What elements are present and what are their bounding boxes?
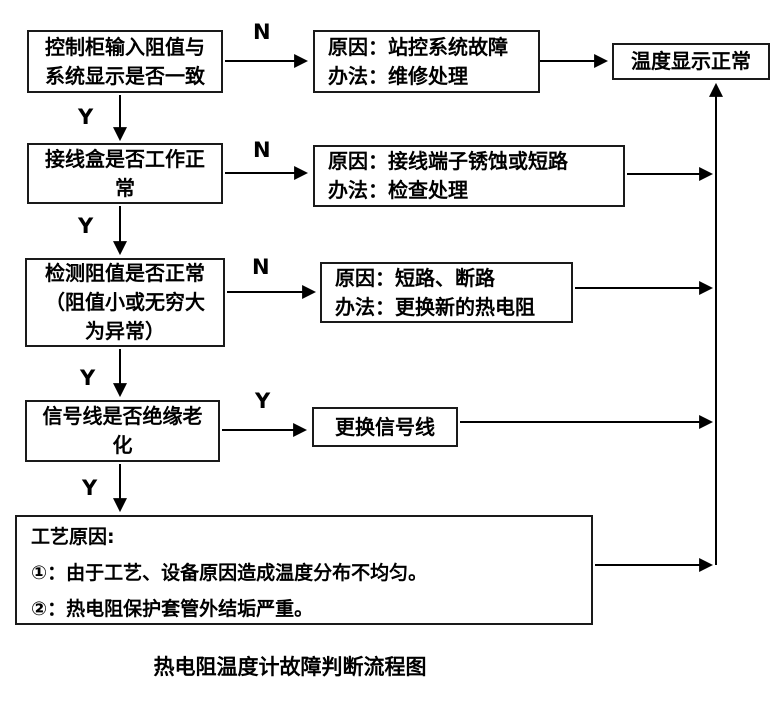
branch-label-row2-y: Y	[78, 214, 94, 238]
process-heading: 工艺原因:	[31, 526, 115, 548]
node-result-terminal-corrosion: 原因：接线端子锈蚀或短路 办法：检查处理	[313, 145, 625, 207]
node-process-causes: 工艺原因: ①：由于工艺、设备原因造成温度分布不均匀。 ②：热电阻保护套管外结垢…	[15, 515, 593, 625]
diagram-caption: 热电阻温度计故障判断流程图	[153, 655, 427, 679]
node-action-replace-signal-line: 更换信号线	[312, 407, 458, 447]
node-temperature-display-normal: 温度显示正常	[612, 43, 770, 80]
node-text: 信号线是否绝缘老 化	[42, 404, 203, 457]
node-text: 接线盒是否工作正 常	[45, 146, 205, 200]
branch-label-row3-y: Y	[80, 366, 96, 390]
node-text: 检测阻值是否正常 （阻值小或无穷大 为异常）	[45, 261, 205, 343]
node-decision-resistance-normal: 检测阻值是否正常 （阻值小或无穷大 为异常）	[25, 258, 225, 347]
branch-label-row4-y-right: Y	[255, 389, 271, 413]
branch-label-row4-y-down: Y	[82, 476, 98, 500]
node-text: 温度显示正常	[631, 49, 751, 73]
branch-label-row1-y: Y	[78, 105, 94, 129]
node-text: 原因：站控系统故障 办法：维修处理	[328, 34, 508, 88]
branch-label-row3-n: N	[252, 255, 270, 279]
node-result-short-open-circuit: 原因：短路、断路 办法：更换新的热电阻	[320, 262, 573, 323]
node-text: 更换信号线	[335, 414, 435, 439]
node-decision-input-resistance-match: 控制柜输入阻值与 系统显示是否一致	[27, 30, 223, 93]
branch-label-row1-n: N	[253, 20, 271, 44]
node-text: 原因：接线端子锈蚀或短路 办法：检查处理	[328, 149, 568, 202]
process-item-2: ②：热电阻保护套管外结垢严重。	[31, 598, 314, 620]
node-text: 原因：短路、断路 办法：更换新的热电阻	[335, 265, 535, 319]
node-decision-signal-line-aging: 信号线是否绝缘老 化	[25, 400, 220, 462]
branch-label-row2-n: N	[253, 138, 271, 162]
node-decision-junction-box-working: 接线盒是否工作正 常	[27, 143, 223, 204]
process-item-1: ①：由于工艺、设备原因造成温度分布不均匀。	[31, 562, 428, 584]
node-text: 控制柜输入阻值与 系统显示是否一致	[45, 34, 205, 88]
node-result-station-control-fault: 原因：站控系统故障 办法：维修处理	[313, 30, 540, 93]
